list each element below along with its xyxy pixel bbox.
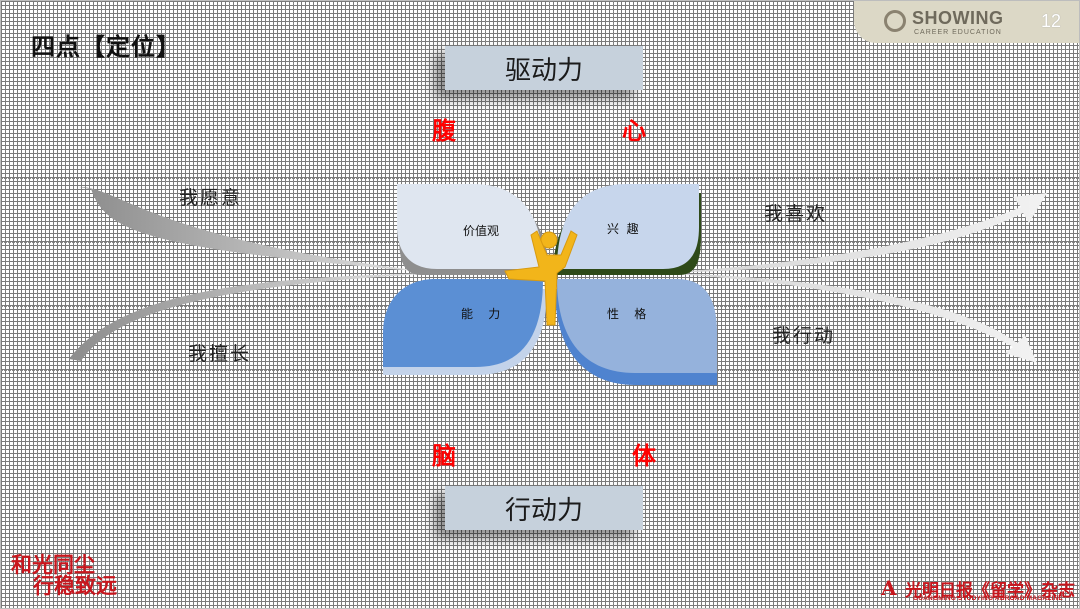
organ-brain: 脑 (432, 442, 456, 470)
petal-label-personality: 性 格 (607, 307, 647, 321)
slogan-line-1: 和光同尘 (11, 552, 95, 577)
logo-icon (884, 10, 906, 32)
petal-label-ability: 能 力 (461, 307, 501, 321)
person-figure (504, 230, 578, 326)
label-willing: 我愿意 (179, 187, 243, 209)
arrow-upper-right (661, 193, 1047, 273)
logo-header: SHOWING CAREER EDUCATION 12 (854, 1, 1079, 43)
label-good-at: 我擅长 (188, 343, 252, 365)
logo-name: SHOWING (912, 8, 1004, 28)
page-number: 12 (1040, 11, 1061, 31)
arrow-lower-right (661, 273, 1037, 363)
organ-abdomen: 腹 (432, 117, 456, 145)
petal-top-right (557, 184, 699, 269)
organ-heart: 心 (622, 117, 646, 145)
label-like: 我喜欢 (764, 203, 828, 225)
slogan-line-2: 行稳致远 (33, 573, 117, 598)
label-act: 我行动 (772, 325, 836, 347)
magazine-subtitle: GUANGMING STUDYING ABROAD MAGAZINE (913, 595, 1063, 602)
drive-force-box: 驱动力 (445, 46, 643, 90)
organ-body: 体 (632, 442, 656, 470)
four-petal-diagram (383, 184, 717, 385)
petal-label-interest: 兴 趣 (607, 222, 639, 236)
action-force-box: 行动力 (445, 486, 643, 530)
petal-label-values: 价值观 (463, 224, 500, 238)
arrow-upper-left (79, 187, 441, 273)
magazine-mark-icon: A (881, 576, 897, 600)
slide-title: 四点【定位】 (31, 32, 181, 61)
arrow-lower-left (69, 273, 441, 361)
footer-slogan: 和光同尘 行稳致远 (11, 554, 117, 596)
logo-subtitle: CAREER EDUCATION (914, 29, 1002, 36)
magazine-brand: 光明日报《留学》杂志 (905, 581, 1075, 601)
petal-bottom-left (383, 279, 543, 367)
petal-top-left (397, 184, 543, 269)
petal-bottom-right (557, 279, 717, 373)
